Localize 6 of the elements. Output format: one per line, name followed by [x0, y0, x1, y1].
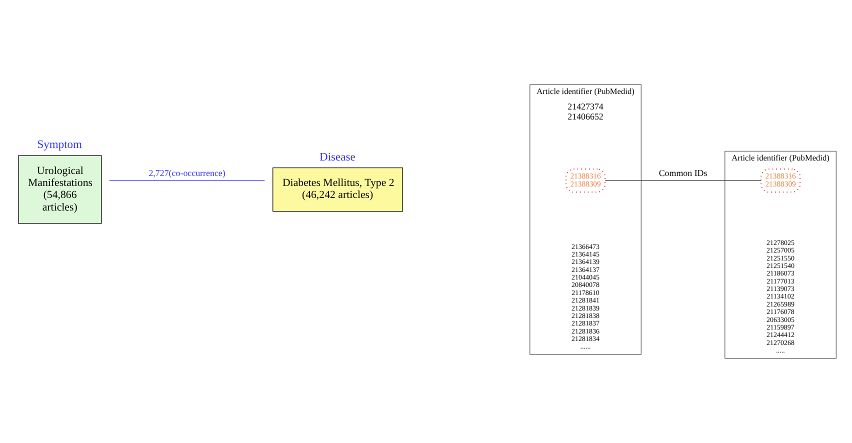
node-label: Symptom — [37, 139, 82, 152]
node-label: Disease — [320, 151, 356, 164]
connector — [604, 180, 762, 181]
edge-label: Common IDs — [658, 168, 708, 178]
edge-label: 2,727(co-occurrence) — [148, 168, 226, 178]
connector — [108, 180, 265, 181]
